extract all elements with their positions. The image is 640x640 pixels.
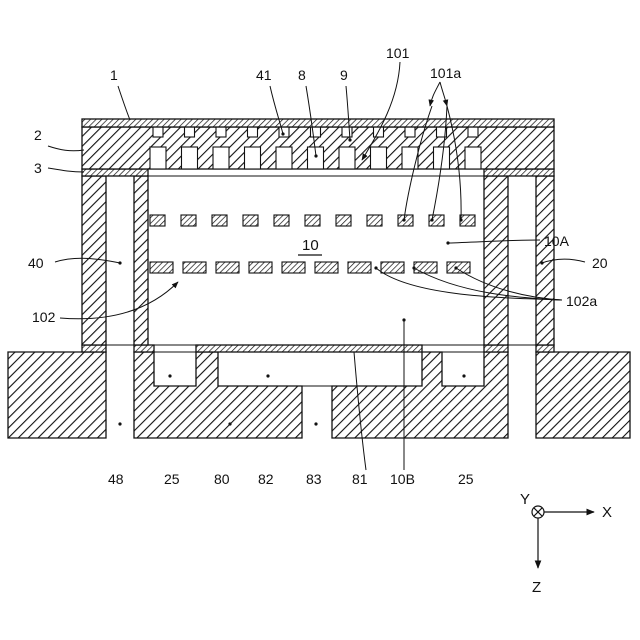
- side-wall-40: [82, 176, 148, 345]
- electrode-row-102: [150, 262, 470, 273]
- label-10: 10: [302, 237, 319, 254]
- slot-top: [216, 127, 226, 137]
- slot-bottom: [245, 147, 261, 169]
- electrode-101a: [212, 215, 227, 226]
- electrode-101a: [274, 215, 289, 226]
- slot-bottom: [371, 147, 387, 169]
- label-3: 3: [34, 160, 42, 176]
- electrode-row-101: [150, 215, 475, 226]
- label-1: 1: [110, 67, 118, 83]
- slot-bottom: [465, 147, 481, 169]
- label-101a: 101a: [430, 65, 461, 81]
- electrode-102a: [381, 262, 404, 273]
- electrode-101a: [150, 215, 165, 226]
- label-8: 8: [298, 67, 306, 83]
- film-3: [82, 169, 554, 176]
- label-81: 81: [352, 471, 368, 487]
- electrode-102a: [348, 262, 371, 273]
- electrode-101a: [367, 215, 382, 226]
- label-41: 41: [256, 67, 272, 83]
- label-48: 48: [108, 471, 124, 487]
- coordinate-axes: [532, 506, 594, 568]
- electrode-101a: [243, 215, 258, 226]
- label-40: 40: [28, 255, 44, 271]
- electrode-102a: [216, 262, 239, 273]
- slot-bottom: [402, 147, 418, 169]
- slot-bottom: [213, 147, 229, 169]
- electrode-102a: [150, 262, 173, 273]
- electrode-102a: [414, 262, 437, 273]
- axis-label-x: X: [602, 504, 612, 521]
- label-80: 80: [214, 471, 230, 487]
- label-10B: 10B: [390, 471, 415, 487]
- label-102a: 102a: [566, 293, 597, 309]
- label-20: 20: [592, 255, 608, 271]
- slot-top: [468, 127, 478, 137]
- layer-2: [82, 127, 554, 169]
- slot-top: [153, 127, 163, 137]
- label-9: 9: [340, 67, 348, 83]
- slot-bottom: [276, 147, 292, 169]
- label-25-right: 25: [458, 471, 474, 487]
- electrode-102a: [249, 262, 272, 273]
- slot-top: [342, 127, 352, 137]
- label-10A: 10A: [544, 233, 570, 249]
- label-83: 83: [306, 471, 322, 487]
- label-102: 102: [32, 309, 56, 325]
- slot-bottom: [339, 147, 355, 169]
- label-101: 101: [386, 45, 410, 61]
- electrode-102a: [282, 262, 305, 273]
- base-substrate-80: [8, 352, 630, 438]
- electrode-102a: [447, 262, 470, 273]
- label-25-left: 25: [164, 471, 180, 487]
- electrode-102a: [315, 262, 338, 273]
- electrode-102a: [183, 262, 206, 273]
- slot-top: [248, 127, 258, 137]
- label-2: 2: [34, 127, 42, 143]
- electrode-101a: [305, 215, 320, 226]
- slot-bottom: [182, 147, 198, 169]
- electrode-101a: [336, 215, 351, 226]
- axis-label-z: Z: [532, 579, 541, 596]
- film-81: [82, 345, 554, 352]
- label-82: 82: [258, 471, 274, 487]
- slot-top: [279, 127, 289, 137]
- top-film-1: [82, 119, 554, 127]
- electrode-101a: [181, 215, 196, 226]
- axis-label-y: Y: [520, 491, 530, 508]
- chamber-10: [148, 176, 484, 345]
- slot-bottom: [150, 147, 166, 169]
- side-wall-20: [484, 176, 554, 345]
- slot-top: [185, 127, 195, 137]
- slot-top: [405, 127, 415, 137]
